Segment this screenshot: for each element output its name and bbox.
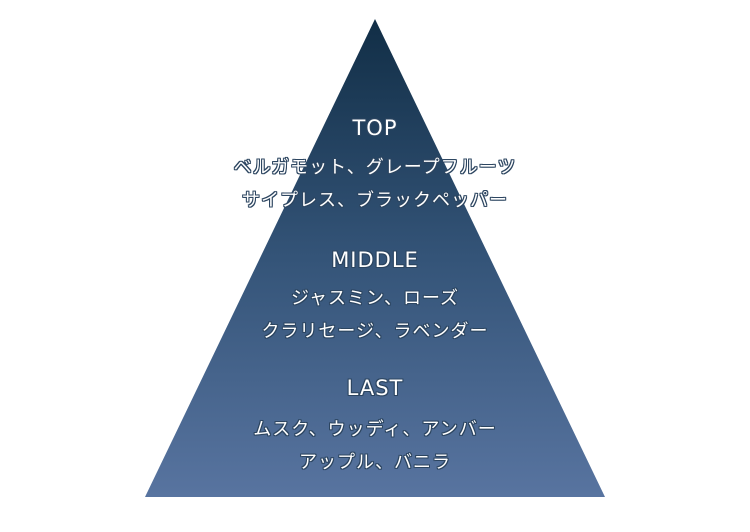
tier-top-heading: TOP <box>352 116 398 140</box>
tier-middle-note-2: クラリセージ、ラベンダー <box>261 321 489 342</box>
tier-middle-note-1: ジャスミン、ローズ <box>290 288 460 309</box>
tier-last-heading: LAST <box>346 376 404 400</box>
tier-top-note-1: ベルガモット、グレープフルーツ <box>233 157 517 178</box>
tier-top-note-2: サイプレス、ブラックペッパー <box>242 190 508 211</box>
tier-middle-heading: MIDDLE <box>331 248 419 272</box>
tier-last-note-2: アップル、バニラ <box>299 452 451 473</box>
tier-last-note-1: ムスク、ウッディ、アンバー <box>253 419 497 440</box>
